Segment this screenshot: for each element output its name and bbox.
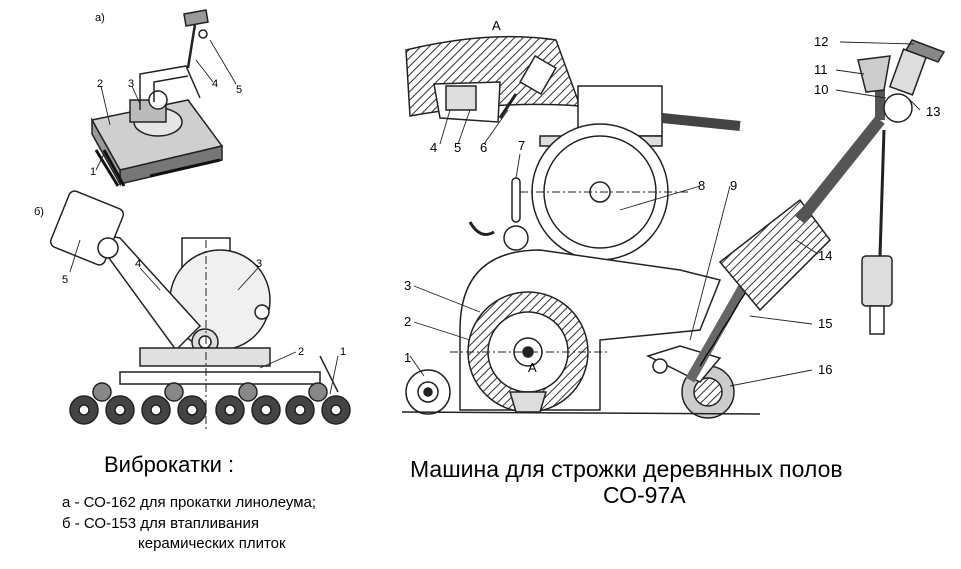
callout-m-15: 15 [818, 316, 833, 331]
callout-m-2: 2 [404, 314, 412, 329]
roller-b-drawing [49, 190, 351, 430]
callout-m-10: 10 [814, 82, 829, 97]
callout-b-1: 1 [340, 346, 347, 358]
callout-m-6: 6 [480, 140, 488, 155]
callout-b-5: 5 [62, 274, 69, 286]
callout-m-4: 4 [430, 140, 438, 155]
callout-m-3: 3 [404, 278, 412, 293]
callout-m-13: 13 [926, 104, 941, 119]
callout-leaders [69, 39, 921, 395]
callout-m-14: 14 [818, 248, 833, 263]
section-a-tag: А [528, 360, 537, 375]
callout-m-9: 9 [730, 178, 738, 193]
callout-m-11: 11 [814, 62, 828, 77]
wheel-cluster-3 [215, 382, 281, 425]
machine-title: Машина для строжки деревянных полов [410, 456, 843, 482]
callout-m-12: 12 [814, 34, 829, 49]
caption-line-b-continued: керамических плиток [138, 535, 286, 552]
wheel-cluster-2 [141, 382, 207, 425]
machine-model: СО-97А [603, 482, 686, 508]
planing-machine-drawing [401, 39, 946, 419]
callout-b-2: 2 [298, 346, 305, 358]
callout-a-2: 2 [97, 78, 104, 90]
section-a-inset [405, 35, 582, 123]
figure-a-tag: а) [95, 12, 105, 24]
inset-a-tag: А [492, 18, 501, 33]
callout-a-4: 4 [212, 78, 219, 90]
caption-line-b: б - СО-153 для втапливания [62, 515, 259, 532]
callout-b-3: 3 [256, 258, 263, 270]
roller-a-drawing [90, 9, 224, 187]
callout-b-4: 4 [135, 258, 142, 270]
callout-m-1: 1 [404, 350, 412, 365]
callout-m-7: 7 [518, 138, 526, 153]
callout-a-3: 3 [128, 78, 135, 90]
wheel-cluster-4 [285, 382, 351, 425]
wheel-cluster-1 [69, 382, 135, 425]
callout-m-16: 16 [818, 362, 833, 377]
callout-m-8: 8 [698, 178, 706, 193]
callout-a-1: 1 [90, 166, 97, 178]
figure-b-tag: б) [34, 206, 44, 218]
rollers-title: Виброкатки : [104, 452, 235, 477]
callout-m-5: 5 [454, 140, 462, 155]
callout-a-5: 5 [236, 84, 243, 96]
caption-line-a: а - СО-162 для прокатки линолеума; [62, 494, 317, 511]
